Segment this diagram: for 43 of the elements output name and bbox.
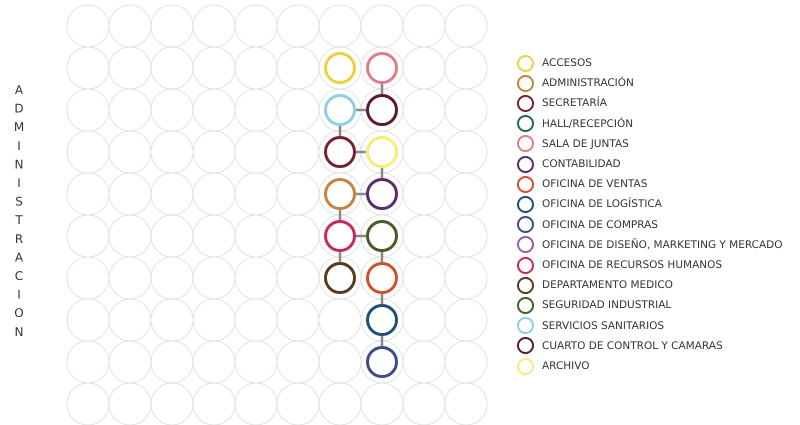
space-circle <box>366 346 398 378</box>
legend-label: SEGURIDAD INDUSTRIAL <box>542 299 672 312</box>
space-circle <box>324 136 356 168</box>
space-circle <box>324 220 356 252</box>
connector-line <box>356 150 366 154</box>
connector-line <box>338 126 342 136</box>
connector-line <box>380 252 384 262</box>
legend-label: SERVICIOS SANITARIOS <box>542 320 664 332</box>
legend-label: ARCHIVO <box>542 360 590 372</box>
connector-line <box>380 336 384 346</box>
legend-label: CONTABILIDAD <box>542 158 621 170</box>
legend-label: SALA DE JUNTAS <box>542 138 629 150</box>
space-circle <box>366 304 398 336</box>
legend-label: DEPARTAMENTO MEDICO <box>542 279 673 292</box>
legend-label: OFICINA DE DISEÑO, MARKETING Y MERCADO <box>542 238 783 251</box>
connector-line <box>380 84 384 94</box>
space-circle <box>324 94 356 126</box>
legend-label: HALL/RECEPCIÓN <box>542 118 634 130</box>
connector-line <box>338 252 342 262</box>
legend-label: OFICINA DE COMPRAS <box>542 218 658 231</box>
connector-line <box>356 234 366 238</box>
connector-line <box>380 294 384 304</box>
legend-label: SECRETARÍA <box>542 97 607 110</box>
space-circle <box>324 178 356 210</box>
connector-line <box>380 168 384 178</box>
legend-label: CUARTO DE CONTROL Y CAMARAS <box>542 340 723 352</box>
space-circle <box>366 262 398 294</box>
legend-label: OFICINA DE RECURSOS HUMANOS <box>542 259 722 271</box>
vertical-label: ADMINISTRACION <box>12 83 26 344</box>
connector-line <box>356 108 366 112</box>
legend-label: OFICINA DE LOGÍSTICA <box>542 198 662 210</box>
connector-line <box>338 210 342 220</box>
space-circle <box>324 262 356 294</box>
connector-line <box>356 192 366 196</box>
space-circle <box>366 220 398 252</box>
legend-label: ADMINISTRACIÓN <box>542 77 634 90</box>
space-circle <box>366 136 398 168</box>
space-circle <box>366 52 398 84</box>
space-circle <box>366 178 398 210</box>
space-circle <box>324 52 356 84</box>
space-circle <box>366 94 398 126</box>
legend-label: OFICINA DE VENTAS <box>542 178 648 190</box>
legend-label: ACCESOS <box>542 57 592 69</box>
